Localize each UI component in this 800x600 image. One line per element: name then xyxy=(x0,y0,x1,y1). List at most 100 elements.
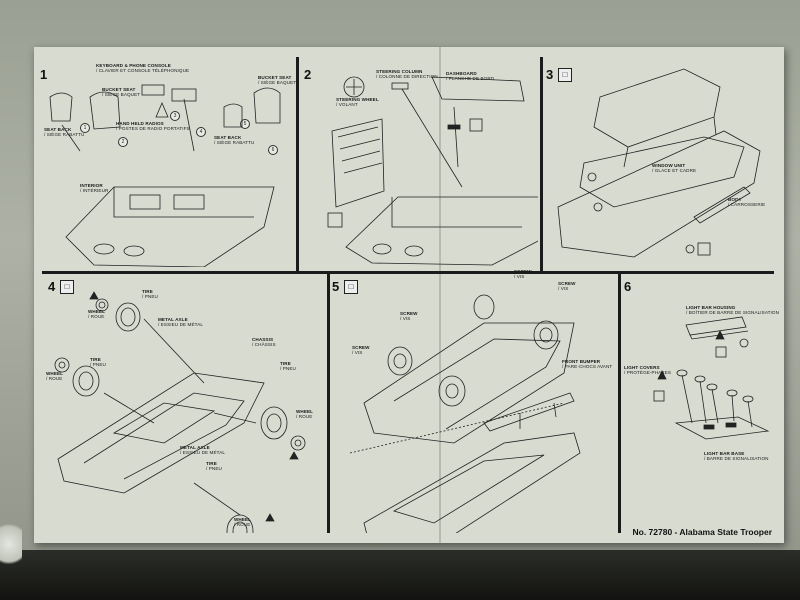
label-wheel-b-fr: / ROUE xyxy=(234,522,251,528)
step-4-illustration xyxy=(54,291,306,533)
label-bucket-seat-left: BUCKET SEAT/ SIÈGE BAQUET xyxy=(102,87,140,97)
label-seat-back-right-en: SEAT BACK xyxy=(214,135,242,140)
callout-6: 6 xyxy=(268,145,278,155)
label-dashboard-en: DASHBOARD xyxy=(446,71,477,76)
label-wheel-ml-en: WHEEL xyxy=(46,371,64,376)
step-1-number: 1 xyxy=(40,67,48,82)
row-divider xyxy=(42,271,774,274)
paint-icon: □ xyxy=(558,68,572,82)
callout-1: 1 xyxy=(80,123,90,133)
label-front-bumper: FRONT BUMPER/ PARE-CHOCS AVANT xyxy=(562,359,612,369)
label-front-bumper-en: FRONT BUMPER xyxy=(562,359,601,364)
step-4-number: 4 xyxy=(48,279,56,294)
paint-icon: □ xyxy=(344,280,358,294)
callout-2: 2 xyxy=(118,137,128,147)
label-body-en: BODY xyxy=(728,197,742,202)
label-wheel-tl-en: WHEEL xyxy=(88,309,106,314)
label-tire-tl: TIRE/ PNEU xyxy=(142,289,158,299)
label-window-unit: WINDOW UNIT/ GLACE ET CADRE xyxy=(652,163,696,173)
label-window-unit-fr: / GLACE ET CADRE xyxy=(652,168,697,174)
table-surface xyxy=(0,550,800,600)
label-wheel-mr: WHEEL/ ROUE xyxy=(296,409,313,419)
label-tire-b-fr: / PNEU xyxy=(206,466,222,472)
label-chassis-fr: / CHÂSSIS xyxy=(252,342,276,348)
step-6-number: 6 xyxy=(624,279,632,294)
label-metal-axle-top-fr: / ESSIEU DE MÉTAL xyxy=(158,322,204,328)
label-screw-top-fr: / VIS xyxy=(514,274,525,280)
label-wheel-mr-en: WHEEL xyxy=(296,409,314,414)
label-screw-left-en: SCREW xyxy=(352,345,370,350)
label-body: BODY/ CARROSSERIE xyxy=(728,197,765,207)
label-metal-axle-top: METAL AXLE/ ESSIEU DE MÉTAL xyxy=(158,317,203,327)
label-bucket-seat-left-fr: / SIÈGE BAQUET xyxy=(102,92,141,98)
label-body-fr: / CARROSSERIE xyxy=(728,202,766,208)
label-wheel-b: WHEEL/ ROUE xyxy=(234,517,251,527)
paint-icon: □ xyxy=(60,280,74,294)
sheet-fold xyxy=(439,47,441,543)
label-wheel-tl: WHEEL/ ROUE xyxy=(88,309,105,319)
label-bucket-seat-right: BUCKET SEAT/ SIÈGE BAQUET xyxy=(258,75,296,85)
callout-3: 3 xyxy=(170,111,180,121)
label-seat-back-left-en: SEAT BACK xyxy=(44,127,72,132)
label-bucket-seat-right-en: BUCKET SEAT xyxy=(258,75,292,80)
label-chassis: CHASSIS/ CHÂSSIS xyxy=(252,337,276,347)
step-2-number: 2 xyxy=(304,67,312,82)
step-6-illustration xyxy=(653,316,770,440)
label-interior: INTERIOR/ INTÉRIEUR xyxy=(80,183,108,193)
label-seat-back-right: SEAT BACK/ SIÈGE RABATTU xyxy=(214,135,254,145)
label-tire-b: TIRE/ PNEU xyxy=(206,461,222,471)
callout-5: 5 xyxy=(240,119,250,129)
label-seat-back-left: SEAT BACK/ SIÈGE RABATTU xyxy=(44,127,84,137)
label-screw-right: SCREW/ VIS xyxy=(558,281,576,291)
label-tire-mr-en: TIRE xyxy=(280,361,291,366)
label-wheel-ml-fr: / ROUE xyxy=(46,376,63,382)
label-metal-axle-bottom-fr: / ESSIEU DE MÉTAL xyxy=(180,450,226,456)
label-keyboard-en: KEYBOARD & PHONE CONSOLE xyxy=(96,63,171,68)
label-hand-held-fr: / POSTES DE RADIO PORTATIFS xyxy=(116,126,190,132)
label-bucket-seat-left-en: BUCKET SEAT xyxy=(102,87,136,92)
label-steering-column-en: STEERING COLUMN xyxy=(376,69,423,74)
divider-2-3 xyxy=(540,57,543,271)
label-light-bar-base-fr: / BARRE DE SIGNALISATION xyxy=(704,456,769,462)
label-seat-back-left-fr: / SIÈGE RABATTU xyxy=(44,132,85,138)
label-chassis-en: CHASSIS xyxy=(252,337,274,342)
label-interior-en: INTERIOR xyxy=(80,183,103,188)
label-tire-ml-fr: / PNEU xyxy=(90,362,106,368)
label-steering-wheel-fr: / VOLANT xyxy=(336,102,358,108)
label-steering-column: STEERING COLUMN/ COLONNE DE DIRECTION xyxy=(376,69,438,79)
label-metal-axle-bottom: METAL AXLE/ ESSIEU DE MÉTAL xyxy=(180,445,225,455)
label-light-bar-base-en: LIGHT BAR BASE xyxy=(704,451,745,456)
label-screw-top-en: SCREW xyxy=(514,269,532,274)
label-steering-column-fr: / COLONNE DE DIRECTION xyxy=(376,74,438,80)
step-1-illustration xyxy=(49,84,281,267)
label-metal-axle-bottom-en: METAL AXLE xyxy=(180,445,210,450)
label-screw-top: SCREW/ VIS xyxy=(514,269,532,279)
label-wheel-ml: WHEEL/ ROUE xyxy=(46,371,63,381)
label-hand-held-en: HAND HELD RADIOS xyxy=(116,121,164,126)
label-light-bar-housing-fr: / BOÎTIER DE BARRE DE SIGNALISATION xyxy=(686,310,780,316)
label-keyboard: KEYBOARD & PHONE CONSOLE/ CLAVIER ET CON… xyxy=(96,63,189,73)
label-light-bar-housing: LIGHT BAR HOUSING/ BOÎTIER DE BARRE DE S… xyxy=(686,305,779,315)
label-wheel-tl-fr: / ROUE xyxy=(88,314,105,320)
step-5-illustration xyxy=(349,294,581,533)
label-light-covers-en: LIGHT COVERS xyxy=(624,365,660,370)
label-tire-b-en: TIRE xyxy=(206,461,217,466)
label-wheel-b-en: WHEEL xyxy=(234,517,252,522)
label-screw-left: SCREW/ VIS xyxy=(352,345,370,355)
label-window-unit-en: WINDOW UNIT xyxy=(652,163,686,168)
label-tire-tl-fr: / PNEU xyxy=(142,294,158,300)
divider-1-2 xyxy=(296,57,299,271)
step-5-number: 5 xyxy=(332,279,340,294)
label-front-bumper-fr: / PARE-CHOCS AVANT xyxy=(562,364,613,370)
label-light-bar-housing-en: LIGHT BAR HOUSING xyxy=(686,305,736,310)
kit-number-footer: No. 72780 - Alabama State Trooper xyxy=(632,527,772,537)
label-tire-mr: TIRE/ PNEU xyxy=(280,361,296,371)
label-screw-mid: SCREW/ VIS xyxy=(400,311,418,321)
label-seat-back-right-fr: / SIÈGE RABATTU xyxy=(214,140,255,146)
label-screw-mid-en: SCREW xyxy=(400,311,418,316)
callout-4: 4 xyxy=(196,127,206,137)
label-hand-held: HAND HELD RADIOS/ POSTES DE RADIO PORTAT… xyxy=(116,121,190,131)
label-screw-mid-fr: / VIS xyxy=(400,316,411,322)
divider-4-5 xyxy=(327,271,330,533)
label-screw-left-fr: / VIS xyxy=(352,350,363,356)
